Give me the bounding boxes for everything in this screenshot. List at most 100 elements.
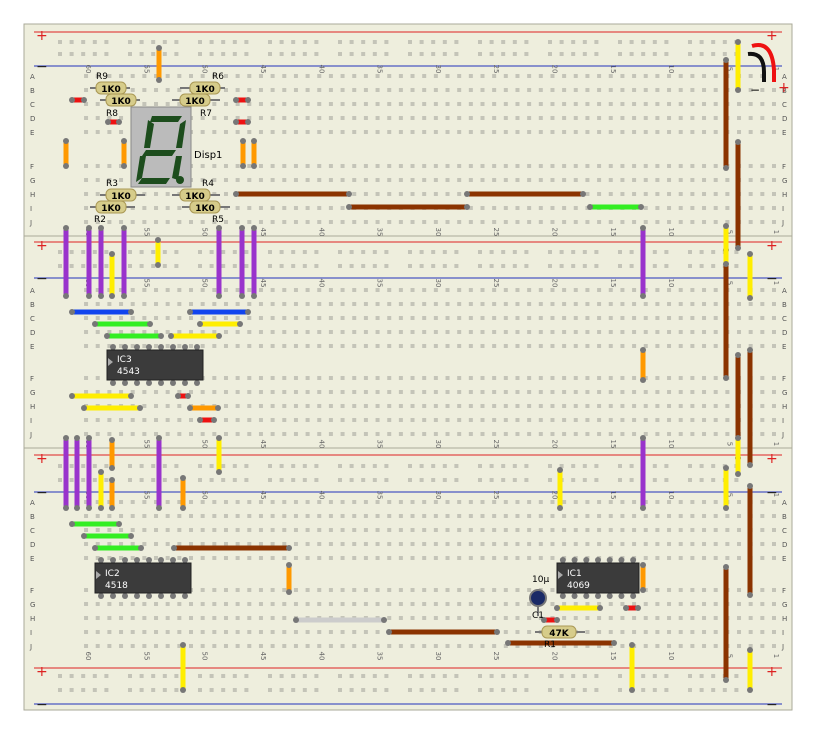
strip-hole [305,316,310,320]
resistor-r2[interactable]: 1K0 R2 [90,200,135,225]
strip-hole [573,74,578,78]
strip-hole [643,330,648,334]
strip-hole [655,74,660,78]
resistor-r8[interactable]: 1K0 R8 [100,93,140,119]
strip-hole [772,644,776,648]
ic-pin [606,593,613,599]
strip-hole [433,344,438,348]
strip-hole [235,376,240,380]
resistor-r9[interactable]: 1K0 R9 [90,72,130,95]
strip-hole [620,390,625,394]
strip-hole [632,542,637,546]
ic2-chip[interactable]: IC2 4518 [94,562,192,594]
strip-hole [562,220,567,224]
strip-hole [119,542,124,546]
column-number: 60 [84,65,92,74]
strip-hole [503,418,508,422]
strip-hole [410,102,415,106]
rail-hole [699,464,704,468]
power-connector[interactable]: + − [747,43,790,97]
ic1-chip[interactable]: IC1 4069 [556,562,640,594]
strip-hole [258,432,263,436]
strip-hole [690,164,695,168]
rail-hole [349,464,354,468]
strip-hole [177,644,182,648]
strip-hole [643,288,648,292]
wire-end [180,505,186,511]
rail-hole [69,40,74,44]
strip-hole [317,500,322,504]
wire-end [109,465,115,471]
strip-hole [247,178,252,182]
strip-hole [258,542,263,546]
wire-end [63,293,69,299]
strip-hole [282,404,287,408]
strip-hole [223,588,228,592]
strip-hole [387,500,392,504]
strip-hole [95,288,100,292]
strip-hole [433,220,438,224]
strip-hole [632,432,637,436]
strip-hole [235,344,240,348]
strip-hole [410,514,415,518]
rail-symbol: + [36,28,48,44]
rail-hole [594,264,599,268]
strip-hole [678,130,683,134]
wire-end [464,191,470,197]
wire-end [86,435,92,441]
strip-hole [667,542,672,546]
rail-hole [478,264,482,268]
strip-hole [107,528,112,532]
rail-hole [641,52,646,56]
strip-hole [270,302,275,306]
strip-hole [119,432,124,436]
capacitor-c1[interactable]: 10µ C1 [529,575,549,621]
resistor-r3[interactable]: 1K0 R3 [100,179,145,202]
strip-hole [387,102,392,106]
rail-hole [431,674,436,678]
ic3-chip[interactable]: IC3 4543 [106,349,204,381]
strip-hole [154,500,159,504]
strip-hole [597,514,602,518]
resistor-r1[interactable]: 47K R1 [535,625,585,650]
rail-hole [209,674,214,678]
strip-hole [667,130,672,134]
strip-hole [527,102,532,106]
strip-hole [468,602,473,606]
strip-hole [154,404,159,408]
seven-segment-display[interactable]: Disp1 [130,106,222,188]
strip-hole [713,178,718,182]
row-letter: H [782,403,787,411]
strip-hole [503,528,508,532]
strip-hole [702,130,707,134]
strip-hole [398,644,403,648]
strip-hole [760,206,765,210]
strip-hole [503,316,508,320]
strip-hole [468,616,473,620]
resistor-r5[interactable]: 1K0 R5 [182,200,230,225]
strip-hole [165,102,170,106]
strip-hole [95,390,100,394]
strip-hole [643,432,648,436]
strip-hole [678,88,683,92]
strip-hole [655,556,660,560]
resistor-r4[interactable]: 1K0 R4 [172,179,220,202]
strip-hole [655,528,660,532]
rail-hole [618,40,622,44]
resistor-r6[interactable]: 1K0 R6 [180,72,225,95]
resistor-r7[interactable]: 1K0 R7 [172,93,220,119]
wire-end [180,642,186,648]
strip-hole [352,330,357,334]
strip-hole [375,116,380,120]
rail-hole [431,40,436,44]
strip-hole [282,630,287,634]
rail-hole [291,688,296,692]
strip-hole [293,602,298,606]
wire-end [128,393,134,399]
strip-hole [422,418,427,422]
strip-hole [223,344,228,348]
strip-hole [247,206,252,210]
wire-end [747,251,753,257]
strip-hole [317,116,322,120]
strip-hole [538,344,543,348]
